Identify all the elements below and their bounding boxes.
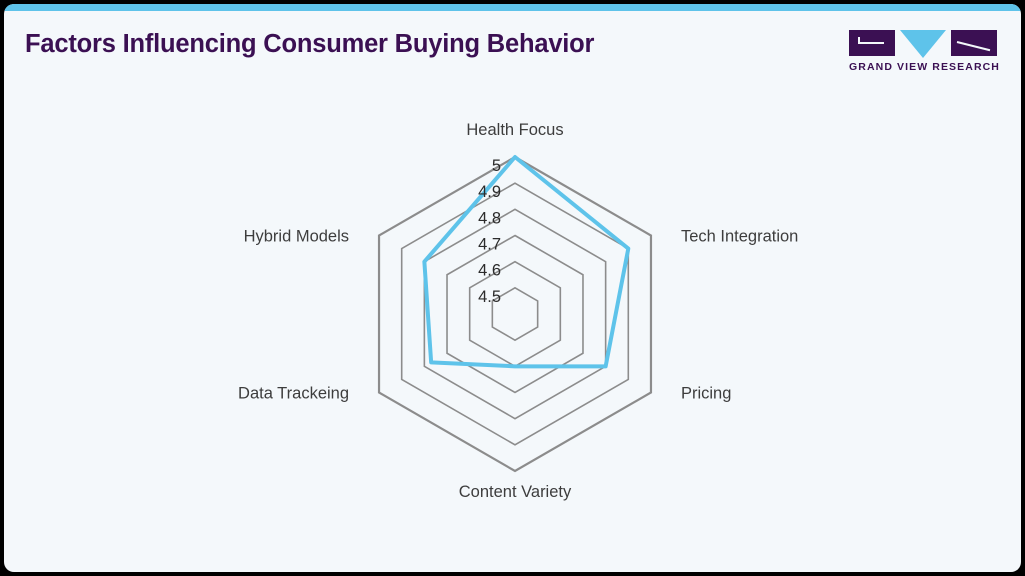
radar-tick-label: 5 bbox=[492, 157, 501, 175]
top-accent-bar bbox=[4, 4, 1021, 11]
radar-category-label: Health Focus bbox=[466, 121, 563, 139]
radar-series-line bbox=[422, 155, 631, 369]
radar-grid-ring bbox=[491, 286, 539, 342]
radar-tick-label: 4.9 bbox=[478, 183, 501, 201]
radar-tick-label: 4.7 bbox=[478, 236, 501, 254]
logo-g-icon bbox=[849, 30, 895, 56]
radar-tick-label: 4.6 bbox=[478, 262, 501, 280]
radar-category-label: Data Trackeing bbox=[238, 385, 349, 403]
radar-grid-ring bbox=[446, 234, 584, 394]
radar-tick-label: 4.8 bbox=[478, 209, 501, 227]
radar-tick-label: 4.5 bbox=[478, 288, 501, 306]
radar-category-label: Hybrid Models bbox=[244, 228, 349, 246]
radar-grid-rings bbox=[377, 155, 653, 473]
radar-category-label: Tech Integration bbox=[681, 228, 798, 246]
radar-grid-ring bbox=[377, 155, 653, 473]
radar-category-label: Pricing bbox=[681, 385, 731, 403]
slide-card: Factors Influencing Consumer Buying Beha… bbox=[4, 4, 1021, 572]
logo-marks bbox=[849, 30, 997, 58]
radar-tick-labels: 4.5 4.6 4.7 4.8 4.9 5 bbox=[478, 157, 501, 306]
radar-category-label: Content Variety bbox=[459, 483, 572, 501]
brand-logo: GRAND VIEW RESEARCH bbox=[849, 30, 1000, 73]
logo-wordmark: GRAND VIEW RESEARCH bbox=[849, 61, 1000, 73]
radar-series-polygon bbox=[422, 155, 631, 369]
radar-grid-ring bbox=[423, 208, 607, 420]
page-title: Factors Influencing Consumer Buying Beha… bbox=[25, 30, 595, 58]
logo-v-triangle-icon bbox=[900, 30, 946, 58]
logo-r-icon bbox=[951, 30, 997, 56]
